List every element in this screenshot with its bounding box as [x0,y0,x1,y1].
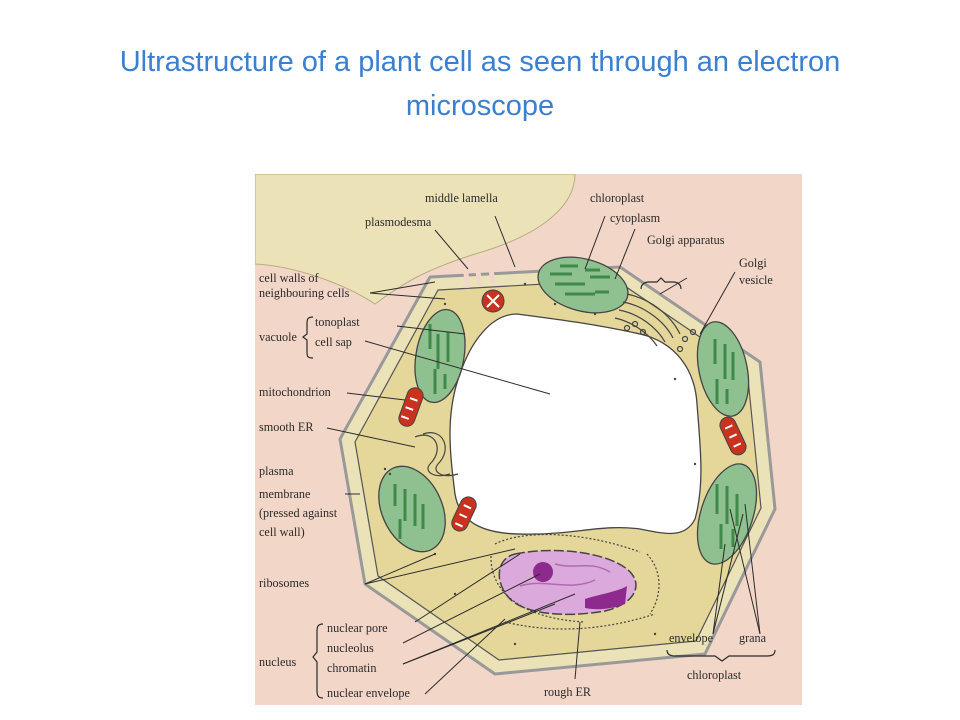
mitochondrion-left [398,387,424,427]
label-rough-er: rough ER [544,685,592,699]
chloroplast-brace [666,649,776,662]
label-chromatin: chromatin [327,661,376,675]
label-tonoplast: tonoplast [315,315,360,329]
label-cytoplasm: cytoplasm [610,211,661,225]
chloroplast-lower-left [378,465,446,553]
label-golgi-apparatus: Golgi apparatus [647,233,725,247]
mitochondrion-top [481,289,505,313]
label-smooth-er: smooth ER [259,420,314,434]
label-plasmodesma: plasmodesma [365,215,432,229]
label-plasma-membrane-2: membrane [259,487,310,501]
label-golgi-vesicle-1: Golgi [739,256,767,270]
label-plasma-membrane-4: cell wall) [259,525,305,539]
chloroplast-right [696,321,750,417]
golgi-brace [640,277,682,290]
label-envelope: envelope [669,631,713,645]
label-plasma-membrane-3: (pressed against [259,506,338,520]
label-nucleolus: nucleolus [327,641,374,655]
label-grana: grana [739,631,767,645]
smooth-er [414,432,459,477]
label-middle-lamella: middle lamella [425,191,498,205]
golgi-apparatus [614,293,697,353]
chloroplast-top [537,256,629,314]
mitochondrion-right [719,416,747,456]
leader-lines [326,215,761,695]
nucleus-brace [312,623,324,699]
plasmodesma [462,261,496,289]
label-nuclear-envelope: nuclear envelope [327,686,410,700]
slide-title: Ultrastructure of a plant cell as seen t… [119,46,841,122]
mitochondrion-bottom [451,496,477,532]
label-vacuole: vacuole [259,330,297,344]
label-ribosomes: ribosomes [259,576,309,590]
label-nucleus: nucleus [259,655,296,669]
label-cell-walls-2: neighbouring cells [259,286,350,300]
label-mitochondrion: mitochondrion [259,385,331,399]
nucleus [498,549,637,616]
label-plasma-membrane-1: plasma [259,464,294,478]
vacuole-brace [302,316,314,359]
label-chloroplast-top: chloroplast [590,191,645,205]
chloroplast-lower-right [696,463,758,565]
cell-diagram: b [255,174,802,705]
ribosomes [383,282,697,646]
nucleolus [533,562,553,582]
rough-er [490,534,660,630]
neighbouring-cell-wall [255,174,576,305]
label-nuclear-pore: nuclear pore [327,621,388,635]
label-cell-walls-1: cell walls of [259,271,320,285]
label-chloroplast-bottom: chloroplast [687,668,742,682]
label-cell-sap: cell sap [315,335,352,349]
label-golgi-vesicle-2: vesicle [739,273,773,287]
vacuole [449,313,702,535]
